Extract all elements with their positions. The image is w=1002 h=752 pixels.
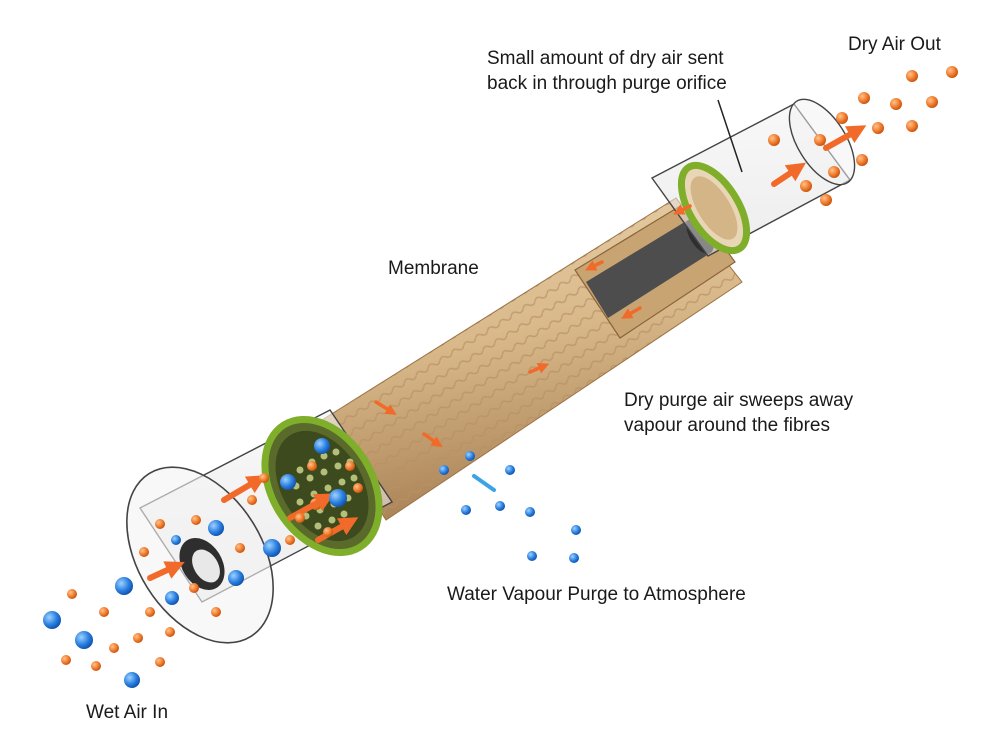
air-molecule-icon: [67, 589, 77, 599]
air-molecule-icon: [109, 643, 119, 653]
purge-orifice-label: Small amount of dry air sent back in thr…: [487, 46, 727, 96]
membrane-tube: [321, 197, 743, 521]
wet-air-molecules: [43, 438, 363, 688]
air-molecule-icon: [99, 607, 109, 617]
water-molecule-icon: [263, 539, 281, 557]
flow-arrow-icon: [672, 204, 692, 215]
air-molecule-icon: [165, 627, 175, 637]
air-molecule-icon: [820, 194, 832, 206]
air-molecule-icon: [155, 657, 165, 667]
air-molecule-icon: [906, 70, 918, 82]
water-molecule-icon: [115, 577, 133, 595]
air-molecule-icon: [906, 120, 918, 132]
water-molecule-icon: [165, 591, 179, 605]
flow-arrows: [147, 125, 867, 581]
air-molecule-icon: [828, 166, 840, 178]
membrane-label: Membrane: [388, 258, 479, 279]
water-molecule-icon: [314, 438, 330, 454]
air-molecule-icon: [800, 180, 812, 192]
flow-arrow-icon: [584, 260, 604, 271]
water-molecule-icon: [495, 501, 505, 511]
purge-orifice-pointer: [717, 99, 743, 173]
air-molecule-icon: [285, 535, 295, 545]
purge-sweep-label-line-2: vapour around the fibres: [624, 415, 830, 436]
water-molecule-icon: [228, 570, 244, 586]
water-molecule-icon: [461, 505, 471, 515]
water-molecule-icon: [569, 553, 579, 563]
air-molecule-icon: [259, 473, 269, 483]
water-molecule-icon: [505, 465, 515, 475]
air-molecule-icon: [307, 461, 317, 471]
wet-air-in-label: Wet Air In: [86, 702, 169, 723]
water-molecule-icon: [280, 474, 296, 490]
water-molecule-icon: [439, 465, 449, 475]
air-molecule-icon: [189, 583, 199, 593]
flow-arrow-icon: [528, 363, 550, 374]
water-molecule-icon: [465, 451, 475, 461]
flow-arrow-icon: [221, 475, 267, 503]
internal-flow-arrows: [374, 204, 692, 448]
water-molecule-icon: [329, 489, 347, 507]
flow-arrow-icon: [374, 400, 397, 415]
water-molecule-icon: [525, 507, 535, 517]
purge-orifice-label-line-1: Small amount of dry air sent: [487, 48, 724, 69]
flow-arrow-icon: [287, 493, 335, 521]
purge-sweep-label-line-1: Dry purge air sweeps away: [624, 390, 854, 411]
water-molecule-icon: [527, 551, 537, 561]
water-molecule-icon: [124, 672, 140, 688]
water-molecule-icon: [75, 631, 93, 649]
air-molecule-icon: [856, 154, 868, 166]
air-molecule-icon: [235, 543, 245, 553]
dry-air-out-label: Dry Air Out: [848, 34, 941, 55]
air-molecule-icon: [858, 92, 870, 104]
dry-air-molecules: [768, 66, 958, 206]
air-molecule-icon: [768, 134, 780, 146]
flow-arrow-icon: [472, 474, 496, 492]
air-molecule-icon: [247, 495, 257, 505]
flow-arrow-icon: [422, 432, 443, 448]
flow-arrow-icon: [621, 306, 642, 319]
air-molecule-icon: [155, 519, 165, 529]
air-molecule-icon: [323, 527, 333, 537]
air-molecule-icon: [872, 122, 884, 134]
purge-water-molecules: [439, 451, 581, 563]
purge-orifice-label-line-2: back in through purge orifice: [487, 73, 727, 94]
air-molecule-icon: [191, 515, 201, 525]
vapour-purge-label: Water Vapour Purge to Atmosphere: [447, 584, 746, 605]
air-molecule-icon: [211, 607, 221, 617]
air-molecule-icon: [295, 513, 305, 523]
air-molecule-icon: [145, 607, 155, 617]
water-molecule-icon: [171, 535, 181, 545]
air-molecule-icon: [946, 66, 958, 78]
flow-arrow-icon: [147, 561, 185, 581]
outlet-housing: [650, 98, 856, 257]
air-molecule-icon: [890, 98, 902, 110]
purge-sweep-label: Dry purge air sweeps away vapour around …: [624, 388, 853, 438]
air-molecule-icon: [345, 461, 355, 471]
air-molecule-icon: [836, 112, 848, 124]
air-molecule-icon: [91, 661, 101, 671]
flow-arrow-icon: [315, 517, 359, 543]
air-molecule-icon: [926, 96, 938, 108]
air-molecule-icon: [353, 483, 363, 493]
air-molecule-icon: [814, 134, 826, 146]
air-molecule-icon: [133, 633, 143, 643]
water-molecule-icon: [43, 611, 61, 629]
air-molecule-icon: [139, 547, 149, 557]
flow-arrow-icon: [771, 162, 806, 187]
air-molecule-icon: [61, 655, 71, 665]
water-molecule-icon: [571, 525, 581, 535]
flow-arrow-icon: [823, 125, 867, 151]
water-molecule-icon: [208, 520, 224, 536]
